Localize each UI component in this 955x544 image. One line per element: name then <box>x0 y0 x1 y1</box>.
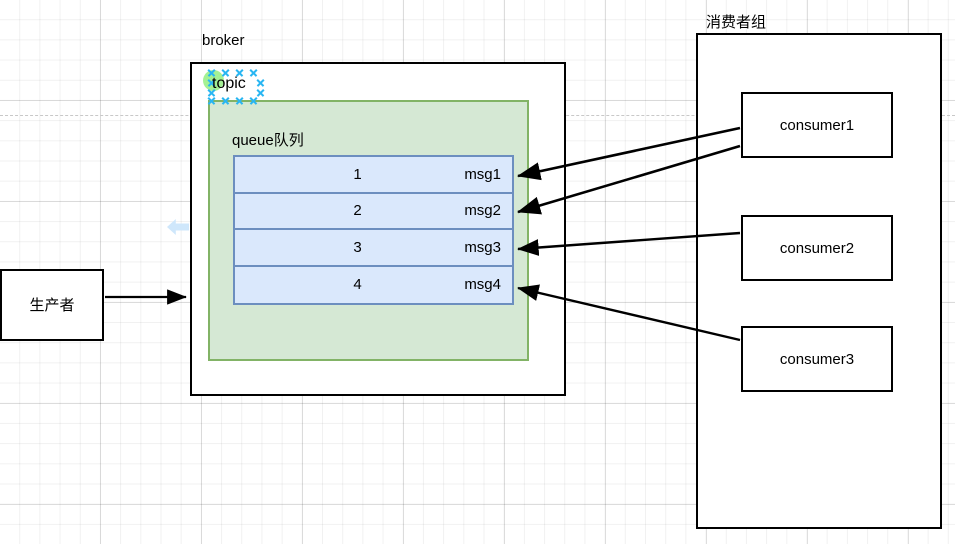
consumer2-box[interactable] <box>741 215 893 281</box>
table-row[interactable]: 3 msg3 <box>235 230 512 267</box>
queue-row-index: 1 <box>353 165 362 183</box>
producer-label: 生产者 <box>29 296 75 314</box>
queue-row-index: 4 <box>353 276 362 294</box>
queue-row-message: msg1 <box>464 165 501 183</box>
consumer2-label: consumer2 <box>779 239 855 257</box>
connection-port-arrow-icon[interactable] <box>167 219 189 235</box>
queue-row-message: msg3 <box>464 238 501 256</box>
broker-label: broker <box>202 32 245 49</box>
table-row[interactable]: 4 msg4 <box>235 266 512 303</box>
topic-label: topic <box>212 75 246 92</box>
queue-row-message: msg4 <box>464 276 501 294</box>
consumer-group-label: 消费者组 <box>706 14 767 31</box>
consumer3-label: consumer3 <box>779 350 855 368</box>
queue-label: queue队列 <box>232 132 304 149</box>
producer-box[interactable] <box>0 269 104 341</box>
consumer3-box[interactable] <box>741 326 893 392</box>
selection-handle-circle-icon[interactable] <box>203 70 224 91</box>
queue-table[interactable]: 1 msg1 2 msg2 3 msg3 4 msg4 <box>233 155 514 305</box>
queue-row-message: msg2 <box>464 202 501 220</box>
consumer1-label: consumer1 <box>779 116 855 134</box>
queue-row-index: 2 <box>353 202 362 220</box>
table-row[interactable]: 2 msg2 <box>235 193 512 230</box>
queue-row-index: 3 <box>353 238 362 256</box>
table-row[interactable]: 1 msg1 <box>235 157 512 194</box>
consumer1-box[interactable] <box>741 92 893 158</box>
